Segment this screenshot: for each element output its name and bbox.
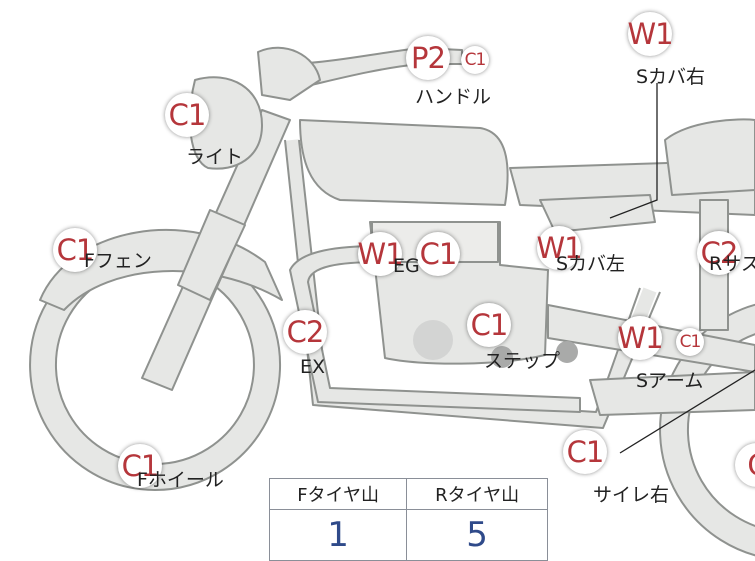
- handle-badge: P2: [406, 36, 450, 80]
- side-cover-right-badge: W1: [627, 12, 674, 56]
- side-cover-right-label: Sカバ右: [636, 66, 706, 88]
- front-fender-badge: C1: [53, 228, 97, 272]
- exhaust-label: EX: [300, 356, 326, 378]
- silencer-right-label: サイレ右: [593, 484, 670, 506]
- table-header-row: Fタイヤ山 Rタイヤ山: [268, 478, 548, 510]
- rear-suspension-label: Rサス: [709, 253, 755, 275]
- exhaust-badge: C2: [283, 310, 327, 354]
- rear-suspension-badge: C2: [697, 231, 741, 275]
- swingarm-label: Sアーム: [636, 370, 704, 392]
- silencer-shape: [589, 371, 755, 416]
- light-badge: C1: [165, 93, 209, 137]
- front-wheel-label: Fホイール: [137, 469, 224, 491]
- front-fender-label: Fフェン: [84, 250, 152, 272]
- rear-wheel-shape: [659, 303, 755, 557]
- tire-tread-table: Fタイヤ山 Rタイヤ山 1 5: [268, 478, 548, 561]
- side-cover-left-label: Sカバ左: [556, 253, 626, 275]
- step-badge: C1: [467, 303, 511, 347]
- light-label: ライト: [186, 146, 244, 168]
- swingarm-sub-badge: C1: [676, 328, 704, 356]
- handle-label: ハンドル: [415, 86, 492, 108]
- fuel-tank-shape: [299, 119, 509, 206]
- fork-tube-shape: [177, 209, 246, 301]
- rear-tire-value: 5: [406, 509, 548, 561]
- step-label: ステップ: [484, 350, 561, 372]
- headlight-cap: [257, 46, 321, 101]
- side-cover-shape: [539, 194, 656, 233]
- front-tire-value: 1: [268, 509, 408, 561]
- table-value-row: 1 5: [268, 509, 548, 561]
- engine-c-badge: C1: [416, 232, 460, 276]
- engine-cover-circle: [413, 320, 453, 360]
- tail-shape: [664, 118, 755, 196]
- front-tire-header: Fタイヤ山: [268, 478, 408, 510]
- side-cover-left-badge: W1: [536, 226, 583, 270]
- rear-edge-badge: C: [735, 443, 755, 487]
- handle-sub-badge: C1: [461, 46, 489, 74]
- silencer-right-badge: C1: [563, 430, 607, 474]
- front-wheel-badge: C1: [118, 444, 162, 488]
- step-peg-left: [491, 346, 513, 368]
- engine-label: EG: [393, 255, 420, 277]
- engine-w-badge: W1: [357, 232, 404, 276]
- leader-side-cover-r: [609, 83, 658, 219]
- swingarm-badge: W1: [617, 316, 664, 360]
- rear-tire-header: Rタイヤ山: [406, 478, 548, 510]
- step-peg-right: [556, 341, 578, 363]
- leader-silencer: [619, 369, 755, 454]
